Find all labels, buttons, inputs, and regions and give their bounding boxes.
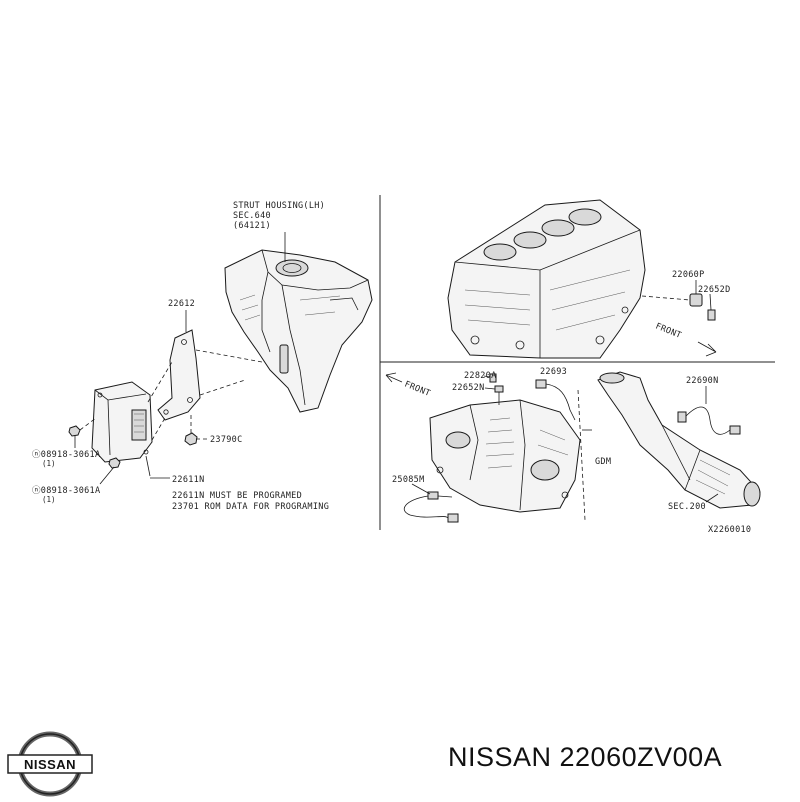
dash-bolt-upper	[79, 417, 97, 431]
label-25085m: 25085M	[392, 475, 425, 485]
label-strut-housing-2: SEC.640	[233, 211, 271, 221]
dash-bracket-housing-2	[199, 379, 246, 396]
label-strut-housing-3: (64121)	[233, 221, 271, 231]
dash-sensor	[641, 295, 691, 301]
leader-bolt-lower	[99, 466, 115, 485]
bolt-upper-drawing	[68, 425, 81, 437]
ecm-drawing	[91, 381, 153, 463]
strut-housing-drawing	[224, 249, 373, 413]
bracket-drawing	[157, 329, 201, 421]
dash-bracket-housing	[195, 349, 263, 363]
leader-bolt-22652d	[709, 293, 712, 311]
label-ecm: 22611N	[172, 475, 205, 485]
label-nut: 23790C	[210, 435, 243, 445]
label-22693: 22693	[540, 367, 567, 377]
nut-drawing	[184, 432, 198, 446]
label-ref: X2260010	[708, 525, 751, 535]
label-strut-housing-1: STRUT HOUSING(LH)	[233, 201, 325, 211]
label-note-2: 23701 ROM DATA FOR PROGRAMING	[172, 502, 329, 512]
label-bracket: 22612	[168, 299, 195, 309]
label-22652n: 22652N	[452, 383, 485, 393]
leader-22652n	[484, 387, 496, 390]
label-o2-sensor: 22690N	[686, 376, 719, 386]
part-22693-drawing	[535, 379, 576, 421]
label-gdm: GDM	[595, 457, 611, 467]
label-bolt-upper-qty: (1)	[42, 459, 56, 468]
label-sec-200: SEC.200	[668, 502, 706, 512]
dash-ecm-bracket	[147, 361, 173, 403]
label-bolt-lower: ⓝ08918-3061A	[32, 486, 100, 496]
caption-part-number: NISSAN 22060ZV00A	[448, 742, 723, 772]
leader-sec-200	[705, 493, 719, 503]
bolt-lower-drawing	[108, 457, 121, 469]
dash-gdm	[577, 389, 586, 521]
label-sensor: 22060P	[672, 270, 705, 280]
front-arrow-bottom: FRONT	[385, 372, 432, 399]
leader-22820a	[483, 375, 491, 378]
label-bolt-lower-qty: (1)	[42, 495, 56, 504]
o2-sensor-drawing	[677, 406, 741, 435]
exhaust-converter-drawing	[597, 371, 761, 509]
part-22820a-drawing	[489, 373, 497, 383]
knock-sensor-drawing	[689, 293, 716, 321]
label-bolt-22652d: 22652D	[698, 285, 731, 295]
front-arrow-top: FRONT	[654, 322, 717, 357]
leader-ecm	[145, 455, 151, 477]
label-22820a: 22820A	[464, 371, 497, 381]
dash-ecm-bracket-2	[151, 417, 166, 441]
label-front-top: FRONT	[654, 322, 683, 341]
svg-text:NISSAN: NISSAN	[24, 757, 76, 772]
label-bolt-upper: ⓝ08918-3061A	[32, 450, 100, 460]
label-front-bottom: FRONT	[403, 380, 432, 399]
engine-block-drawing	[447, 199, 646, 359]
transaxle-drawing	[429, 399, 581, 513]
leader-25085m	[411, 483, 431, 495]
nissan-logo: NISSAN	[7, 731, 93, 797]
part-25085m-drawing	[403, 491, 459, 523]
label-note-1: 22611N MUST BE PROGRAMED	[172, 491, 302, 501]
